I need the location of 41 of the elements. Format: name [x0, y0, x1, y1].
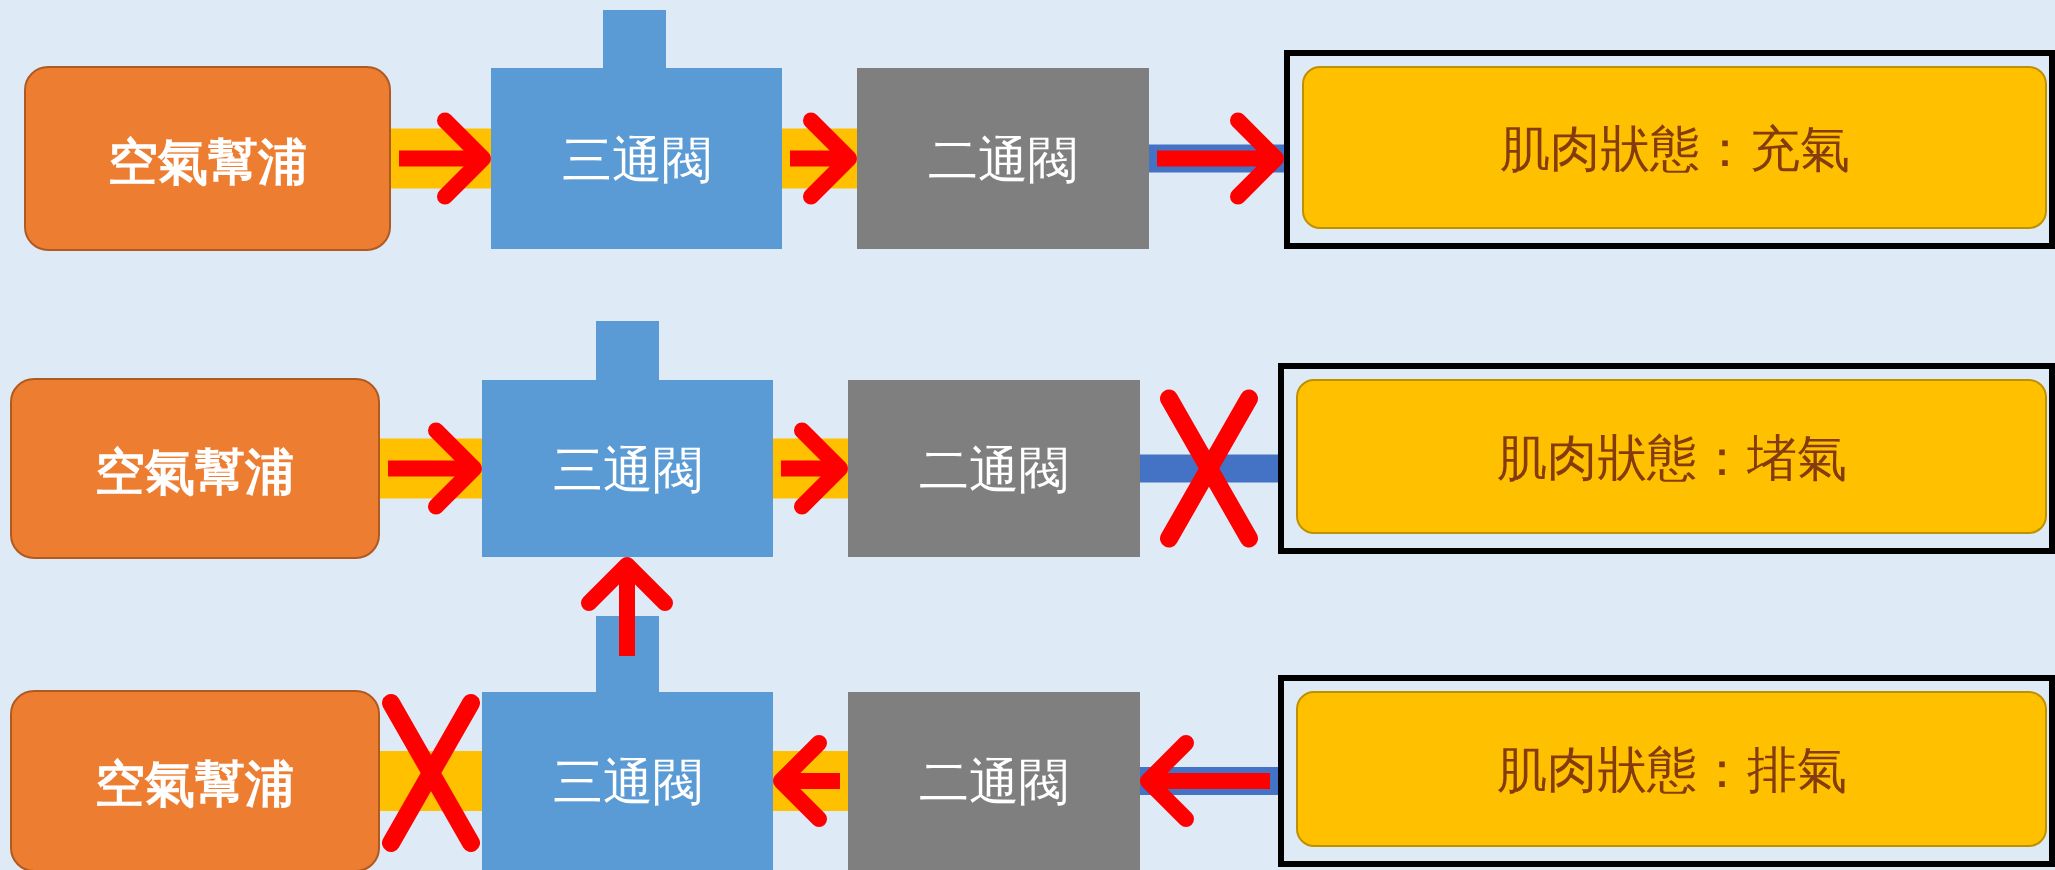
pump-box — [24, 66, 391, 251]
arrow — [773, 735, 840, 827]
valve-block — [482, 321, 773, 557]
pipe — [1149, 144, 1284, 173]
valve-block — [482, 616, 773, 870]
muscle-box — [1278, 363, 2055, 554]
valve-label: 二通閥 — [918, 752, 1070, 813]
pipe — [1140, 767, 1278, 795]
valve-label: 三通閥 — [560, 129, 713, 191]
arrow — [1140, 735, 1270, 827]
valve-label: 二通閥 — [927, 129, 1079, 191]
muscle-label: 肌肉狀態：排氣 — [1495, 740, 1848, 801]
arrow — [388, 422, 482, 515]
valve-block — [848, 380, 1140, 557]
pipe — [391, 128, 491, 189]
muscle-box — [1284, 50, 2055, 249]
pump-label: 空氣幫浦 — [94, 754, 296, 815]
pump-label: 空氣幫浦 — [94, 441, 296, 503]
valve-label: 三通閥 — [551, 439, 704, 501]
muscle-box — [1278, 675, 2055, 867]
arrow — [581, 557, 673, 656]
pipe — [380, 438, 482, 499]
arrow — [790, 112, 857, 205]
muscle-label: 肌肉狀態：堵氣 — [1495, 427, 1848, 489]
valve-block — [491, 10, 782, 249]
valve-label: 三通閥 — [551, 752, 704, 813]
pipe — [1140, 454, 1278, 483]
arrow — [781, 422, 848, 515]
valve-block — [857, 68, 1149, 249]
arrow — [399, 112, 491, 205]
pump-box — [10, 378, 380, 559]
valve-block — [848, 692, 1140, 870]
pipe — [773, 438, 848, 499]
pipe — [782, 128, 857, 189]
pipe — [380, 751, 482, 811]
valve-label: 二通閥 — [918, 439, 1070, 501]
muscle-label: 肌肉狀態：充氣 — [1498, 118, 1851, 180]
arrow — [1157, 112, 1284, 205]
pipe — [773, 751, 848, 811]
pump-box — [10, 690, 380, 870]
pump-label: 空氣幫浦 — [106, 131, 309, 193]
